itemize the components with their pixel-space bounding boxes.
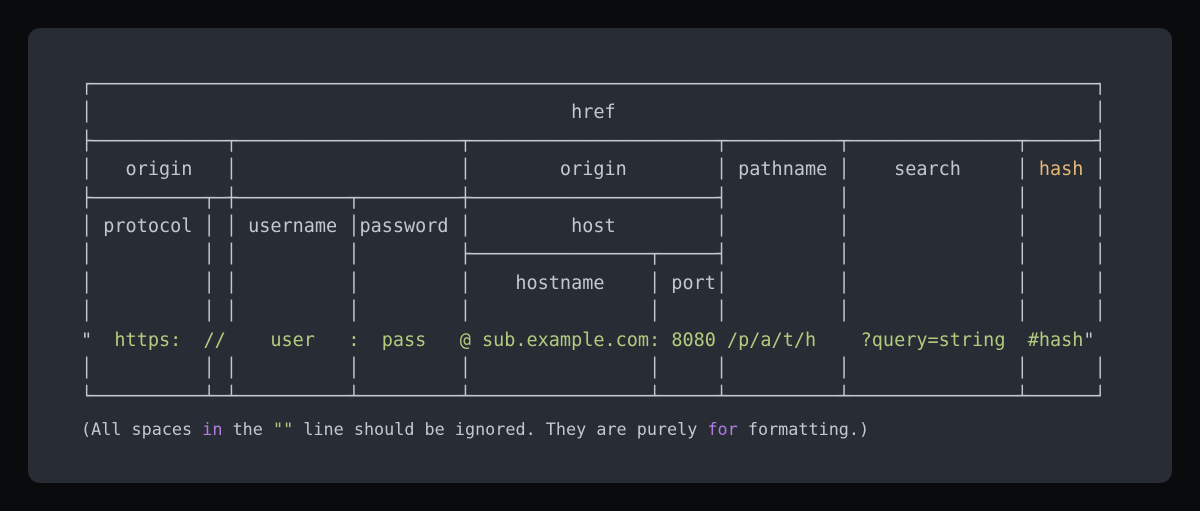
formatting-note: (All spaces in the "" line should be ign… <box>81 418 870 439</box>
diagram-row: ├──────────┬─┼──────────┬─────────┼─────… <box>81 187 1106 209</box>
terminal-panel: ┌───────────────────────────────────────… <box>28 28 1172 483</box>
diagram-row: │ protocol │ │ username │password │ host… <box>81 215 1106 237</box>
diagram-row: │ │ │ │ ├────────────────┬─────┤ │ │ │ <box>81 244 1106 266</box>
diagram-row: ├────────────┬────────────────────┬─────… <box>81 130 1106 152</box>
diagram-row: │ │ │ │ │ │ │ │ │ │ <box>81 301 1106 323</box>
diagram-row: │ │ │ │ │ hostname │ port│ │ │ │ <box>81 272 1106 294</box>
diagram-row: │ href │ <box>81 102 1106 124</box>
diagram-row: ┌───────────────────────────────────────… <box>81 74 1106 95</box>
url-anatomy-diagram: ┌───────────────────────────────────────… <box>81 71 1172 412</box>
diagram-row: └──────────┴─┴──────────┴─────────┴─────… <box>81 386 1106 408</box>
diagram-row: " https: // user : pass @ sub.example.co… <box>81 329 1095 351</box>
diagram-row: │ │ │ │ │ │ │ │ │ │ <box>81 357 1106 379</box>
diagram-row: │ origin │ │ origin │ pathname │ search … <box>81 159 1106 181</box>
